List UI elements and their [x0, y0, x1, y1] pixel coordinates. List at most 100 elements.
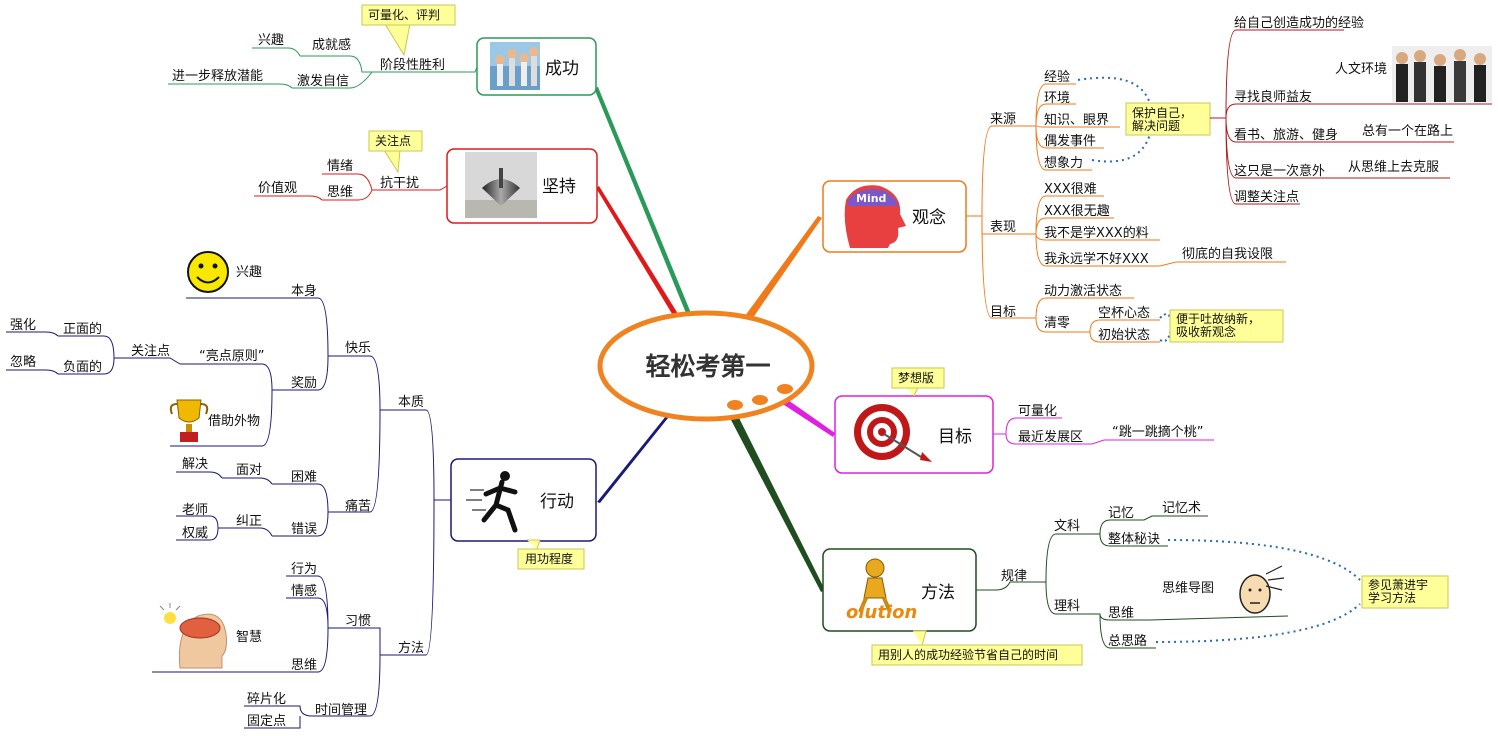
node-laoshi[interactable]: 老师 [182, 503, 208, 518]
node-jinyibu[interactable]: 进一步释放潜能 [172, 69, 263, 84]
node-shijian[interactable]: 时间管理 [315, 703, 367, 718]
node-jiyi[interactable]: 记忆 [1108, 505, 1134, 521]
node-qinggan[interactable]: 情感 [291, 583, 317, 599]
node-jianchi-siwei[interactable]: 思维 [327, 185, 353, 200]
mind-head-image: Mind [844, 185, 906, 248]
node-like[interactable]: 理科 [1054, 599, 1080, 614]
node-wuqu[interactable]: XXX很无趣 [1044, 204, 1110, 219]
node-xiguan-siwei[interactable]: 思维 [291, 658, 317, 673]
note-cankao[interactable]: 参见萧进宇 学习方法 [1361, 575, 1449, 609]
node-tiaozheng[interactable]: 调整关注点 [1234, 190, 1299, 205]
node-zongsilu[interactable]: 总思路 [1108, 633, 1147, 649]
topic-guannian-label: 观念 [912, 207, 946, 228]
note-xingdong[interactable]: 用功程度 [517, 539, 585, 570]
node-zhishi-yici[interactable]: 这只是一次意外 [1234, 163, 1325, 179]
note-mubiao[interactable]: 梦想版 [891, 367, 945, 397]
node-jiuzheng[interactable]: 纠正 [236, 514, 262, 529]
node-buhao[interactable]: 我永远学不好XXX [1044, 251, 1149, 267]
node-miandui[interactable]: 面对 [236, 463, 262, 478]
topic-fangfa[interactable]: olution 方法 [822, 548, 977, 632]
node-lianghua[interactable]: 可量化 [1018, 404, 1057, 419]
topic-mubiao[interactable]: 目标 [834, 395, 994, 474]
node-biaoxian[interactable]: 表现 [990, 220, 1016, 235]
note-fangfa[interactable]: 用别人的成功经验节省自己的时间 [871, 630, 1083, 666]
mind-text: Mind [856, 192, 886, 205]
node-chenggong-xingqu[interactable]: 兴趣 [258, 33, 284, 48]
node-kanshu[interactable]: 看书、旅游、健身 [1234, 127, 1338, 143]
note-baohu-line2: 解决问题 [1132, 119, 1180, 133]
node-quanwei[interactable]: 权威 [182, 525, 208, 541]
node-dongli[interactable]: 动力激活状态 [1044, 284, 1122, 299]
node-buliao[interactable]: 我不是学XXX的料 [1044, 225, 1149, 241]
node-fangfa-siwei[interactable]: 思维 [1108, 606, 1134, 621]
node-zhishi[interactable]: 知识、眼界 [1044, 112, 1109, 128]
node-guannian-mubiao[interactable]: 目标 [990, 305, 1016, 320]
node-zhengti[interactable]: 整体秘诀 [1108, 532, 1160, 547]
node-huanjing[interactable]: 环境 [1044, 91, 1070, 106]
node-chedi[interactable]: 彻底的自我设限 [1182, 246, 1273, 262]
node-benshen[interactable]: 本身 [291, 283, 317, 299]
topic-xingdong[interactable]: 行动 [450, 458, 597, 542]
node-ouran[interactable]: 偶发事件 [1044, 133, 1096, 149]
node-fumian[interactable]: 负面的 [63, 359, 102, 375]
node-kangganrao[interactable]: 抗干扰 [380, 176, 419, 191]
note-chenggong[interactable]: 可量化、评判 [361, 4, 456, 57]
node-taozi[interactable]: “跳一跳摘个桃” [1112, 424, 1203, 440]
node-nan[interactable]: XXX很难 [1044, 182, 1097, 197]
node-kongbei[interactable]: 空杯心态 [1098, 306, 1150, 321]
node-xiangxiang[interactable]: 想象力 [1044, 155, 1083, 171]
note-baohu[interactable]: 保护自己， 解决问题 [1125, 102, 1211, 136]
teamwork-hands-image [490, 42, 540, 90]
node-renwen[interactable]: 人文环境 [1335, 62, 1387, 77]
node-jiangli[interactable]: 奖励 [291, 376, 317, 391]
node-suipian[interactable]: 碎片化 [247, 692, 286, 707]
node-qianghua[interactable]: 强化 [10, 318, 36, 333]
node-guanzhudian[interactable]: 关注点 [131, 344, 170, 359]
node-laiyuan[interactable]: 来源 [990, 112, 1016, 127]
center-topic[interactable]: 轻松考第一 [597, 310, 815, 422]
topic-jianchi-label: 坚持 [542, 177, 576, 197]
node-chengjiugan[interactable]: 成就感 [312, 37, 351, 53]
node-kunnan[interactable]: 困难 [291, 470, 317, 485]
node-cuowu[interactable]: 错误 [291, 522, 317, 537]
node-qingxu[interactable]: 情绪 [327, 159, 353, 174]
node-xingwei[interactable]: 行为 [291, 562, 317, 577]
node-zhengmian[interactable]: 正面的 [63, 321, 102, 337]
node-xiguan[interactable]: 习惯 [345, 613, 371, 629]
node-wenke[interactable]: 文科 [1054, 519, 1080, 534]
node-congsiwei[interactable]: 从思维上去克服 [1348, 160, 1439, 175]
note-cankao-line1: 参见萧进宇 [1368, 577, 1428, 592]
note-tugu[interactable]: 便于吐故纳新， 吸收新观念 [1169, 309, 1284, 343]
center-dot [752, 395, 768, 405]
topic-guannian[interactable]: Mind 观念 [822, 180, 967, 253]
node-daotu[interactable]: 思维导图 [1162, 581, 1214, 596]
node-benzhi[interactable]: 本质 [398, 395, 424, 410]
node-jifa[interactable]: 激发自信 [297, 73, 349, 89]
node-guilv[interactable]: 规律 [1001, 569, 1027, 584]
node-chuangzao[interactable]: 给自己创造成功的经验 [1234, 15, 1364, 31]
node-chushi[interactable]: 初始状态 [1098, 328, 1150, 343]
topic-jianchi[interactable]: 坚持 [446, 148, 598, 224]
node-jieduan[interactable]: 阶段性胜利 [380, 58, 445, 73]
node-hulue[interactable]: 忽略 [10, 354, 36, 370]
node-jiejue[interactable]: 解决 [182, 457, 208, 472]
node-tongku[interactable]: 痛苦 [345, 498, 371, 514]
node-jiyishu[interactable]: 记忆术 [1162, 500, 1201, 516]
solution-text: olution [846, 602, 917, 623]
node-guding[interactable]: 固定点 [247, 714, 286, 729]
node-xunzhao[interactable]: 寻找良师益友 [1234, 89, 1312, 105]
topic-chenggong[interactable]: 成功 [476, 37, 597, 96]
node-zongyou[interactable]: 总有一个在路上 [1362, 123, 1453, 139]
node-kuaile[interactable]: 快乐 [345, 341, 371, 356]
node-zuijin[interactable]: 最近发展区 [1018, 429, 1083, 445]
note-jianchi[interactable]: 关注点 [368, 130, 423, 174]
node-jiazhiguan[interactable]: 价值观 [258, 180, 297, 196]
node-qingling[interactable]: 清零 [1044, 316, 1070, 331]
node-xingdong-fangfa[interactable]: 方法 [398, 640, 424, 656]
note-mubiao-text: 梦想版 [898, 370, 934, 385]
node-zhihui[interactable]: 智慧 [236, 629, 262, 645]
node-xingdong-xingqu[interactable]: 兴趣 [236, 265, 262, 280]
node-liangdian[interactable]: “亮点原则” [199, 348, 264, 364]
node-jingyan[interactable]: 经验 [1044, 69, 1070, 85]
node-jiezhu[interactable]: 借助外物 [208, 414, 260, 429]
